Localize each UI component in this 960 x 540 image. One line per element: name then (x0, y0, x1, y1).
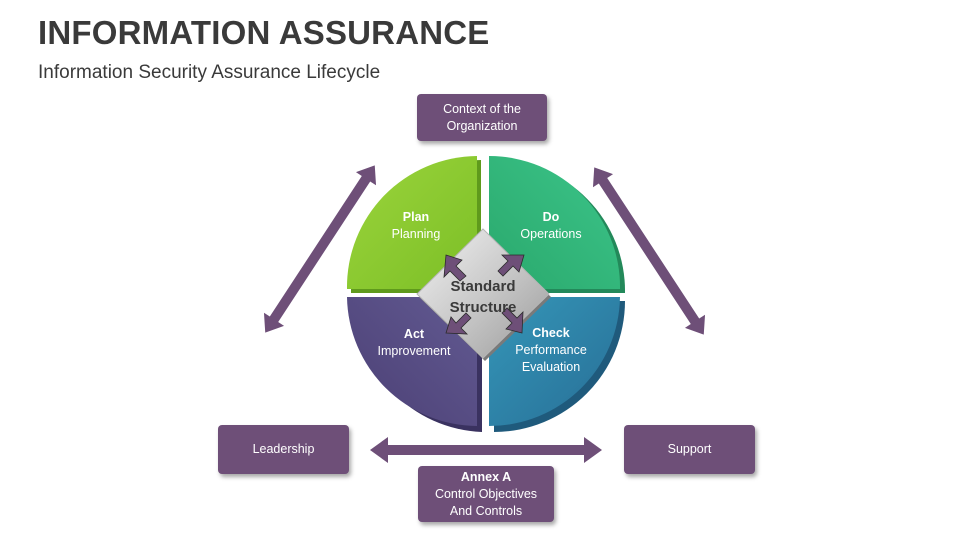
do-label: Do Operations (486, 209, 616, 243)
annex-line1: Control Objectives (434, 486, 538, 501)
annex-box: Annex A Control Objectives And Controls (418, 466, 554, 522)
annex-line2: And Controls (449, 503, 523, 518)
act-text: Improvement (377, 344, 451, 358)
context-box: Context of the Organization (417, 94, 547, 141)
support-label: Support (667, 442, 712, 456)
support-box: Support (624, 425, 755, 474)
check-text-line1: Performance (515, 343, 587, 357)
plan-text: Planning (391, 227, 441, 241)
right-double-arrow (592, 167, 706, 335)
center-line2: Structure (449, 299, 517, 316)
center-label: Standard Structure (438, 276, 528, 318)
plan-heading: Plan (402, 210, 430, 224)
bottom-double-arrow (370, 437, 602, 463)
page-title: INFORMATION ASSURANCE (38, 14, 490, 51)
center-line1: Standard (450, 278, 516, 295)
context-line1: Context of the (443, 101, 521, 116)
arrow-to-act-icon (445, 312, 472, 335)
arrow-to-do-icon (497, 254, 525, 277)
plan-label: Plan Planning (351, 209, 481, 243)
check-text-line2: Evaluation (521, 360, 581, 374)
page-subtitle: Information Security Assurance Lifecycle (38, 62, 381, 83)
act-label: Act Improvement (349, 326, 479, 360)
act-quadrant (347, 297, 477, 426)
leadership-label: Leadership (252, 442, 315, 456)
plan-quadrant (346, 156, 477, 289)
arrow-to-check-icon (501, 307, 524, 334)
do-text: Operations (520, 227, 582, 241)
act-heading: Act (403, 327, 425, 341)
context-line2: Organization (446, 118, 518, 133)
arrow-to-plan-icon (443, 254, 467, 282)
left-double-arrow (263, 165, 377, 333)
do-heading: Do (542, 210, 560, 224)
check-heading: Check (532, 326, 570, 340)
annex-heading: Annex A (460, 469, 512, 484)
leadership-box: Leadership (218, 425, 349, 474)
check-label: Check Performance Evaluation (486, 325, 616, 376)
